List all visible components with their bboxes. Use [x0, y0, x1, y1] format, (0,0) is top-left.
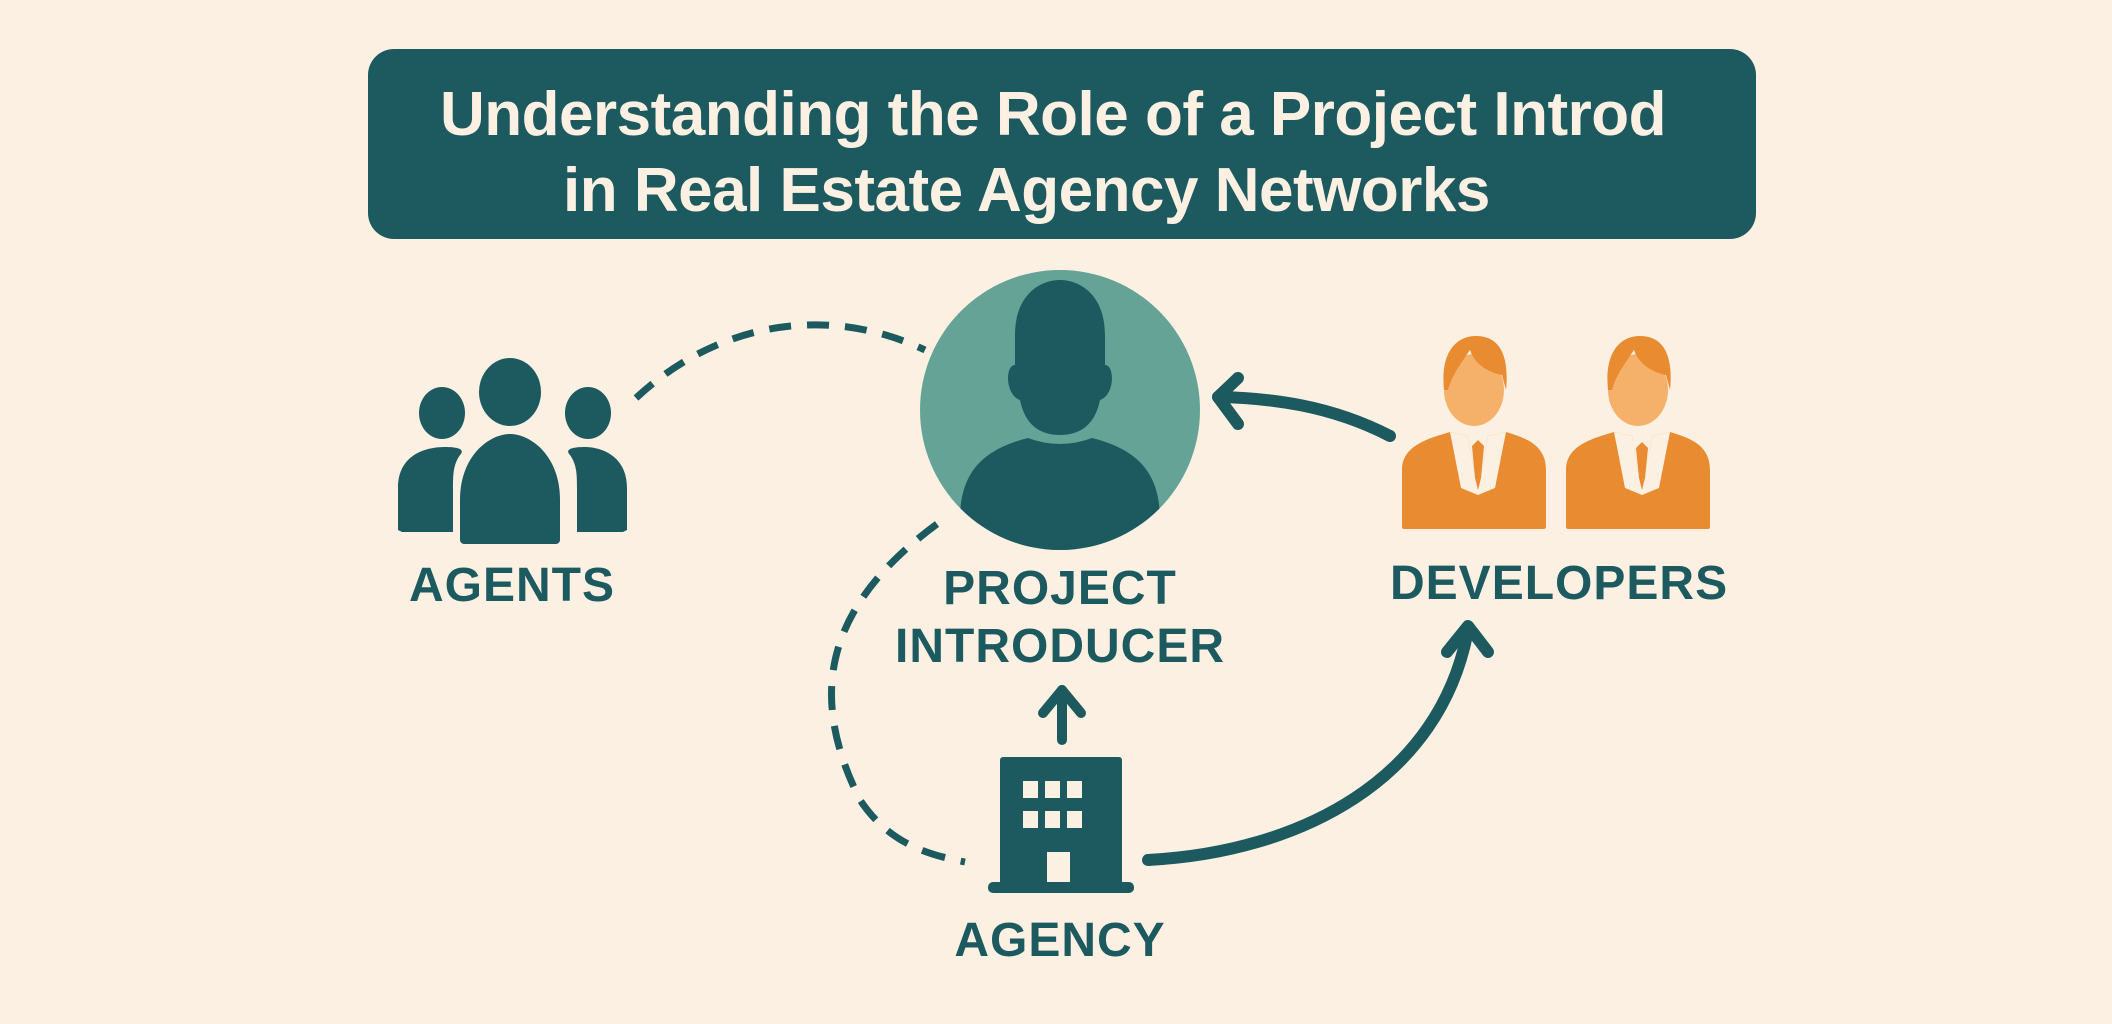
group-people-icon: [398, 358, 627, 544]
introducer-label-line2: INTRODUCER: [895, 620, 1225, 673]
arrow-agency-to-introducer: [1038, 685, 1086, 745]
dashed-connector-agents-introducer: [633, 321, 927, 401]
dashed-connector-introducer-agency: [828, 521, 966, 866]
agents-label: AGENTS: [408, 559, 615, 612]
developers-label: DEVELOPERS: [1390, 557, 1729, 610]
title-banner: Understanding the Role of a Project Intr…: [368, 49, 1756, 239]
person-circle-icon: [920, 270, 1200, 550]
arrow-agency-to-developers: [1142, 620, 1494, 866]
office-building-icon: [988, 757, 1134, 893]
title-line-1: Understanding the Role of a Project Intr…: [440, 80, 1666, 149]
arrow-developers-to-introducer: [1212, 372, 1396, 442]
businessmen-icon: [1402, 336, 1710, 529]
introducer-label-line1: PROJECT: [943, 562, 1177, 615]
agency-label: AGENCY: [954, 914, 1166, 967]
title-line-2: in Real Estate Agency Networks: [563, 156, 1490, 225]
